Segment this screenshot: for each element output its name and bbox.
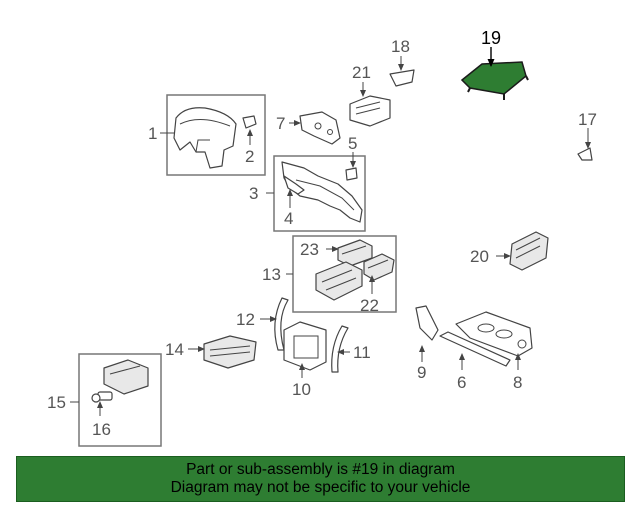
- callout-20: 20: [470, 247, 489, 266]
- callout-2: 2: [245, 147, 254, 166]
- callout-13: 13: [262, 265, 281, 284]
- part-1-cluster-hood: [173, 107, 237, 169]
- group-box-15: [78, 353, 162, 447]
- part-19-cover: [460, 61, 529, 100]
- part-23-vent: [337, 239, 373, 267]
- callout-15: 15: [47, 393, 66, 412]
- callout-5: 5: [348, 134, 357, 153]
- part-18-piece: [389, 69, 415, 87]
- info-banner: Part or sub-assembly is #19 in diagram D…: [16, 456, 625, 502]
- banner-line-2: Diagram may not be specific to your vehi…: [170, 479, 471, 496]
- callout-14: 14: [165, 340, 184, 359]
- callout-8: 8: [513, 373, 522, 392]
- callout-9: 9: [417, 363, 426, 382]
- part-11-strip: [331, 325, 349, 373]
- part-14-grille: [203, 335, 257, 369]
- part-9-side-trim: [415, 305, 439, 341]
- callout-11: 11: [353, 343, 371, 362]
- callout-4: 4: [284, 209, 293, 228]
- callout-18: 18: [391, 37, 410, 56]
- banner-line-1: Part or sub-assembly is #19 in diagram: [186, 461, 455, 478]
- callout-7: 7: [276, 114, 285, 133]
- callout-1: 1: [148, 124, 157, 143]
- part-22-vent: [363, 253, 395, 281]
- callout-6: 6: [457, 373, 466, 392]
- part-15-tray: [103, 359, 149, 395]
- callout-19: 19: [481, 28, 501, 48]
- callout-12: 12: [236, 310, 255, 329]
- group-box-1: [166, 94, 266, 176]
- part-21-vent: [349, 95, 391, 127]
- callout-3: 3: [249, 184, 258, 203]
- part-20-vent: [509, 231, 549, 271]
- callout-21: 21: [352, 63, 371, 82]
- part-7-bracket: [299, 111, 341, 145]
- part-13-vent-assembly: [315, 261, 363, 301]
- part-4-trim: [283, 175, 305, 195]
- part-10-center-panel: [283, 321, 327, 371]
- part-17-cap: [577, 147, 593, 161]
- part-16-plug: [91, 391, 113, 403]
- callout-17: 17: [578, 110, 597, 129]
- part-8-console-panel: [455, 311, 533, 357]
- callout-22: 22: [360, 296, 379, 315]
- part-5-clip: [345, 167, 358, 181]
- parts-diagram: 1 2 3 4 5 6 7 8 9 10 11 12 13 14 15 16 1…: [47, 28, 597, 447]
- callout-16: 16: [92, 420, 111, 439]
- part-6-long-strip: [439, 331, 511, 367]
- callout-10: 10: [292, 380, 311, 399]
- callout-23: 23: [300, 240, 319, 259]
- part-2-clip: [242, 115, 257, 129]
